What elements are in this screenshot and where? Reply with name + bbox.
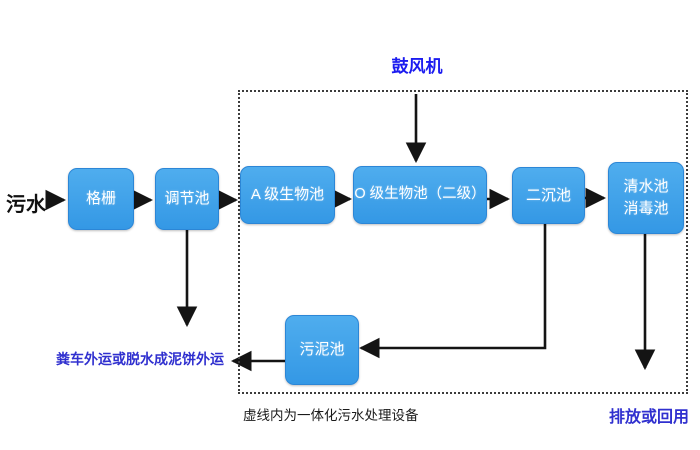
node-sludge-tank: 污泥池 — [285, 315, 359, 385]
node-a-bio-tank: A 级生物池 — [240, 166, 335, 224]
sludge-disposal-label: 粪车外运或脱水成泥饼外运 — [56, 351, 224, 367]
node-sludge-tank-label: 污泥池 — [299, 341, 345, 359]
discharge-or-reuse-label: 排放或回用 — [609, 409, 690, 426]
dashed-zone-caption: 虚线内为一体化污水处理设备 — [243, 408, 419, 423]
node-clear-water-disinfection-tank: 清水池 消毒池 — [608, 162, 684, 234]
integrated-equipment-dashed-boundary — [238, 90, 688, 394]
node-o-bio-tank: O 级生物池（二级） — [353, 166, 487, 224]
node-regulating-tank: 调节池 — [155, 168, 219, 230]
inlet-wastewater-label: 污水 — [6, 194, 46, 216]
node-grid-screen: 格栅 — [68, 168, 134, 230]
node-o-bio-tank-label: O 级生物池（二级） — [354, 186, 486, 203]
node-grid-screen-label: 格栅 — [85, 190, 116, 208]
node-clear-water-tank-label: 清水池 — [623, 178, 669, 196]
node-disinfection-tank-label: 消毒池 — [623, 200, 669, 217]
node-a-bio-tank-label: A 级生物池 — [250, 186, 325, 204]
node-secondary-sedimentation-tank-label: 二沉池 — [525, 186, 571, 204]
blower-label: 鼓风机 — [391, 57, 443, 76]
node-regulating-tank-label: 调节池 — [164, 190, 210, 208]
node-secondary-sedimentation-tank: 二沉池 — [512, 167, 585, 224]
